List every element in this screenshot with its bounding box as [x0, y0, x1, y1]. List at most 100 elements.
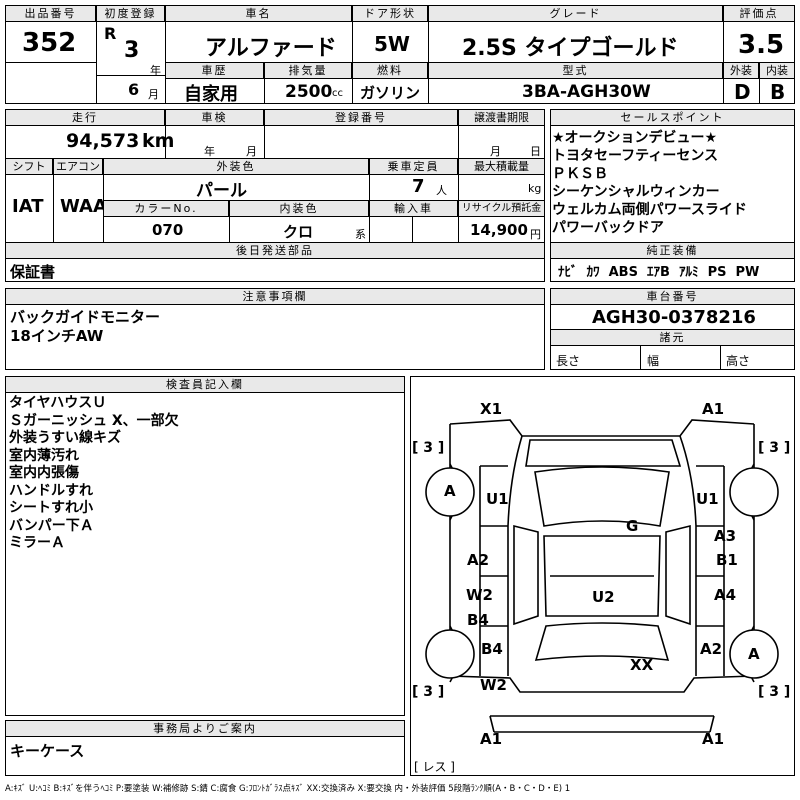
legend: A:ｷｽﾞ U:ﾍｺﾐ B:ｷｽﾞを伴うﾍｺﾐ P:要塗装 W:補修跡 S:錆 … [5, 784, 571, 794]
inspector-lines: タイヤハウスＵ Ｓガーニッシュ X、一部欠 外装うすい線キズ 室内薄汚れ 室内内… [9, 395, 179, 553]
mark-x1: X1 [480, 400, 503, 418]
mileage-unit: km [142, 130, 175, 152]
history: 自家用 [184, 84, 238, 105]
car-diagram [410, 376, 795, 776]
mark-w2-l: W2 [466, 586, 493, 604]
fuel-label: 燃料 [352, 62, 428, 79]
capacity-unit: 人 [436, 184, 447, 197]
score-label: 評価点 [723, 5, 795, 22]
lot-number: 352 [22, 28, 77, 58]
caution-lines: バックガイドモニター 18インチAW [10, 308, 160, 346]
mark-a3: A3 [714, 527, 737, 545]
lot-label: 出品番号 [5, 5, 96, 22]
mark-g: G [626, 517, 639, 535]
inspector-line: タイヤハウスＵ [9, 395, 107, 411]
office-text: キーケース [10, 742, 85, 760]
color-label: 外装色 [103, 158, 369, 175]
sales-label: セールスポイント [550, 109, 795, 126]
insp-year: 年 [204, 145, 215, 158]
inspector-line: 外装うすい線キズ [9, 430, 121, 446]
colorno: 070 [152, 221, 184, 239]
caution-line: バックガイドモニター [10, 308, 161, 326]
sales-list: ★オークションデビュー★ トヨタセーフティーセンス ＰＫＳＢ シーケンシャルウィ… [552, 129, 747, 237]
model: 3BA-AGH30W [522, 82, 651, 102]
transfer-month: 月 [490, 145, 501, 158]
chassis-number: AGH30-0378216 [592, 307, 756, 328]
sales-item: パワーバックドア [552, 220, 664, 236]
inspector-line: ミラーＡ [9, 535, 65, 551]
inspector-line: Ｓガーニッシュ X、一部欠 [9, 412, 179, 429]
reg-month: 6 [128, 80, 140, 99]
sales-item: シーケンシャルウィンカー [552, 184, 720, 200]
bracket-br: [ 3 ] [758, 684, 791, 700]
inspector-line: シートすれ小 [9, 500, 93, 516]
maxload-label: 最大積載量 [458, 158, 545, 175]
mark-a4: A4 [714, 586, 737, 604]
chassis-label: 車台番号 [550, 288, 795, 305]
ext-label: 外装 [723, 62, 759, 79]
length-label: 長さ [556, 354, 581, 368]
equip-item: ｶﾜ [586, 265, 600, 280]
intcolor: クロ [283, 223, 314, 241]
mark-w2-b: W2 [480, 676, 507, 694]
reg-month-unit: 月 [148, 88, 159, 101]
capacity: 7 [412, 176, 425, 197]
mark-xx: XX [630, 656, 654, 674]
reg-era: R [104, 24, 117, 43]
spec-label: 諸元 [550, 329, 795, 346]
sales-item: ★オークションデビュー★ [552, 130, 718, 146]
bracket-tl: [ 3 ] [412, 440, 445, 456]
intcolor-label: 内装色 [229, 200, 369, 217]
equip-item: ABS [608, 265, 638, 280]
int-label: 内装 [759, 62, 795, 79]
score: 3.5 [738, 30, 785, 60]
equip-item: PW [735, 265, 760, 280]
tire-mark-fl: A [444, 482, 456, 500]
bracket-bl: [ 3 ] [412, 684, 445, 700]
mileage-label: 走行 [5, 109, 165, 126]
office-label: 事務局よりご案内 [5, 720, 405, 737]
name-label: 車名 [165, 5, 352, 22]
transfer-day: 日 [530, 145, 541, 158]
int-grade: B [770, 80, 786, 104]
intcolor-unit: 系 [355, 228, 366, 241]
mark-b4-b: B4 [481, 640, 503, 658]
later-label: 後日発送部品 [5, 242, 545, 259]
height-label: 高さ [726, 354, 751, 368]
reg-year-unit: 年 [150, 64, 161, 77]
recycle: 14,900 [470, 221, 528, 239]
model-label: 型式 [428, 62, 723, 79]
inspector-line: 室内内張傷 [9, 465, 79, 481]
color: パール [196, 181, 247, 201]
caution-line: 18インチAW [10, 327, 104, 345]
history-label: 車歴 [165, 62, 264, 79]
mark-b1: B1 [716, 551, 738, 569]
car-outline-icon [425, 419, 779, 733]
mark-u1-r: U1 [696, 490, 719, 508]
shift: IAT [12, 196, 44, 217]
equip-list: ﾅﾋﾞ ｶﾜ ABS ｴｱB ｱﾙﾐ PS PW [558, 261, 759, 280]
mark-b4-l: B4 [467, 611, 489, 629]
equip-item: ﾅﾋﾞ [558, 265, 578, 280]
door-label: ドア形状 [352, 5, 428, 22]
less-label: [ レス ] [414, 760, 455, 774]
disp-unit: cc [332, 88, 343, 99]
car-name: アルファード [205, 36, 337, 61]
mark-a2-l: A2 [467, 551, 490, 569]
sales-item: トヨタセーフティーセンス [552, 148, 719, 164]
displacement: 2500 [285, 82, 333, 102]
mark-u1-l: U1 [486, 490, 509, 508]
capacity-label: 乗車定員 [369, 158, 458, 175]
disp-label: 排気量 [264, 62, 352, 79]
mark-a2-r: A2 [700, 640, 723, 658]
inspector-label: 検査員記入欄 [5, 376, 405, 393]
mark-a1-br: A1 [702, 730, 725, 748]
later-parts: 保証書 [10, 263, 56, 281]
sales-item: ウェルカム両側パワースライド [552, 202, 747, 218]
equip-label: 純正装備 [550, 242, 795, 259]
equip-item: ｱﾙﾐ [679, 265, 699, 280]
recycle-label: リサイクル預託金 [458, 200, 545, 217]
ac-label: エアコン [53, 158, 103, 175]
equip-item: PS [707, 265, 727, 280]
equip-item: ｴｱB [647, 265, 670, 280]
